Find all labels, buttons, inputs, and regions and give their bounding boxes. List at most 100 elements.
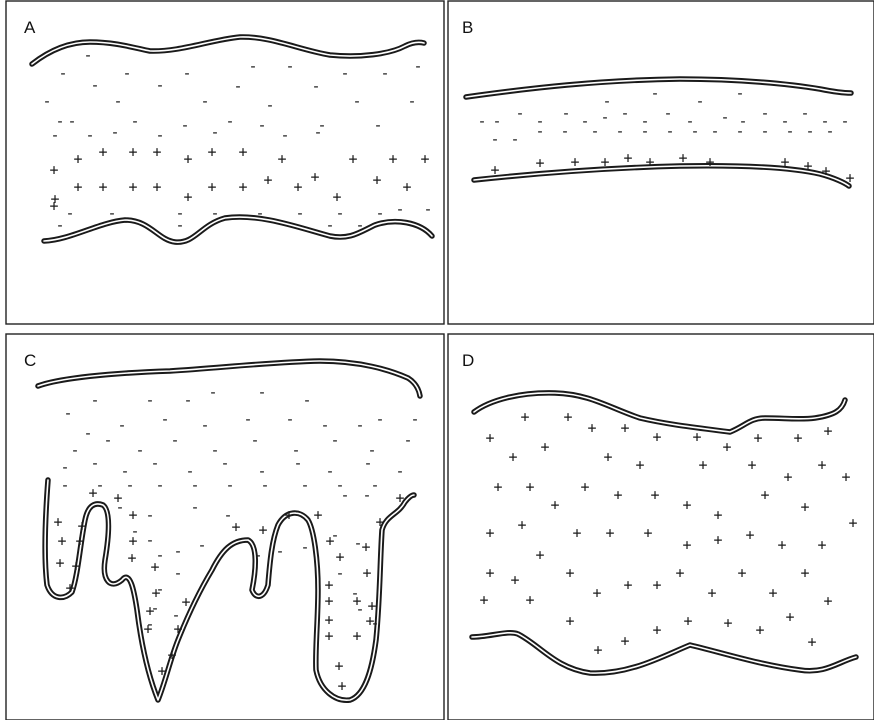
panel-a-negative-symbol: - xyxy=(352,92,361,110)
panel-a-positive-symbol: + xyxy=(263,171,272,189)
panel-a-negative-symbol: - xyxy=(90,76,99,94)
panel-c-negative-symbol: - xyxy=(275,542,284,560)
panel-b-negative-symbol: - xyxy=(490,130,499,148)
panel-b-negative-symbol: - xyxy=(650,84,659,102)
panel-b-negative-symbol: - xyxy=(665,122,674,140)
panel-a-positive-symbol: + xyxy=(50,190,59,208)
panel-b-positive-symbol: + xyxy=(678,149,687,167)
panel-d-positive-symbol: + xyxy=(723,614,732,632)
panel-c-positive-symbol: + xyxy=(375,513,384,531)
panel-c-positive-symbol: + xyxy=(324,627,333,645)
panel-a-negative-symbol: - xyxy=(335,204,344,222)
panel-b-negative-symbol: - xyxy=(515,104,524,122)
panel-d-positive-symbol: + xyxy=(783,468,792,486)
panel-c-positive-symbol: + xyxy=(258,521,267,539)
panel-c-positive-symbol: + xyxy=(88,484,97,502)
panel-d-positive-symbol: + xyxy=(768,584,777,602)
panel-c-positive-symbol: + xyxy=(334,657,343,675)
panel-c-negative-symbol: - xyxy=(160,410,169,428)
panel-b-negative-symbol: - xyxy=(800,104,809,122)
panel-a-positive-symbol: + xyxy=(402,178,411,196)
panel-a-positive-symbol: + xyxy=(238,178,247,196)
panel-a-negative-symbol: - xyxy=(311,77,320,95)
panel-d-positive-symbol: + xyxy=(479,591,488,609)
panel-c-negative-symbol: - xyxy=(355,416,364,434)
panel-a-positive-symbol: + xyxy=(420,150,429,168)
panel-c-positive-symbol: + xyxy=(150,558,159,576)
panel-a-positive-symbol: + xyxy=(332,188,341,206)
panel-b-positive-symbol: + xyxy=(645,153,654,171)
panel-d-positive-symbol: + xyxy=(565,612,574,630)
panel-a-positive-symbol: + xyxy=(128,143,137,161)
panel-d-positive-symbol: + xyxy=(592,584,601,602)
panel-d-positive-symbol: + xyxy=(580,478,589,496)
panel-c-positive-symbol: + xyxy=(324,592,333,610)
panel-c-positive-symbol: + xyxy=(167,646,176,664)
panel-c-negative-symbol: - xyxy=(335,564,344,582)
panel-a-negative-symbol: - xyxy=(175,216,184,234)
panel-c-negative-symbol: - xyxy=(300,538,309,556)
panel-b-negative-symbol: - xyxy=(760,122,769,140)
panel-b-negative-symbol: - xyxy=(805,122,814,140)
panel-a-negative-symbol: - xyxy=(65,204,74,222)
panel-c-positive-symbol: + xyxy=(53,513,62,531)
panel-c-negative-symbol: - xyxy=(253,546,262,564)
panel-c-negative-symbol: - xyxy=(135,441,144,459)
panel-a-positive-symbol: + xyxy=(152,143,161,161)
panel-c-positive-symbol: + xyxy=(173,620,182,638)
panel-c-positive-symbol: + xyxy=(65,579,74,597)
panel-b-negative-symbol: - xyxy=(720,108,729,126)
panel-a-negative-symbol: - xyxy=(83,46,92,64)
panel-a-positive-symbol: + xyxy=(183,188,192,206)
panel-d-positive-symbol: + xyxy=(682,496,691,514)
panel-a-negative-symbol: - xyxy=(122,64,131,82)
panel-c-positive-symbol: + xyxy=(113,489,122,507)
panel-a-positive-symbol: + xyxy=(372,171,381,189)
panel-d-positive-symbol: + xyxy=(493,478,502,496)
panel-b-negative-symbol: - xyxy=(590,122,599,140)
panel-c-negative-symbol: - xyxy=(70,441,79,459)
panel-d-positive-symbol: + xyxy=(540,438,549,456)
panel-c-negative-symbol: - xyxy=(103,431,112,449)
panel-a-positive-symbol: + xyxy=(348,150,357,168)
panel-a-negative-symbol: - xyxy=(107,204,116,222)
panel-d-positive-symbol: + xyxy=(565,564,574,582)
panel-d-positive-symbol: + xyxy=(713,506,722,524)
panel-b-positive-symbol: + xyxy=(623,149,632,167)
panel-c-negative-symbol: - xyxy=(340,486,349,504)
panel-c-negative-symbol: - xyxy=(302,391,311,409)
panel-c-negative-symbol: - xyxy=(173,542,182,560)
panel-c-positive-symbol: + xyxy=(128,506,137,524)
panel-a-positive-symbol: + xyxy=(207,178,216,196)
panel-b-negative-symbol: - xyxy=(735,122,744,140)
panel-c-negative-symbol: - xyxy=(145,531,154,549)
panel-c-positive-symbol: + xyxy=(143,620,152,638)
panel-c-positive-symbol: + xyxy=(335,548,344,566)
panel-d-positive-symbol: + xyxy=(525,591,534,609)
panel-b-positive-symbol: + xyxy=(570,153,579,171)
panel-d-positive-symbol: + xyxy=(623,576,632,594)
panel-a-negative-symbol: - xyxy=(58,64,67,82)
panel-a-positive-symbol: + xyxy=(183,150,192,168)
panel-d-positive-symbol: + xyxy=(817,456,826,474)
panel-d-positive-symbol: + xyxy=(707,584,716,602)
panel-c-negative-symbol: - xyxy=(260,476,269,494)
panel-b-negative-symbol: - xyxy=(760,104,769,122)
panel-c-negative-symbol: - xyxy=(410,410,419,428)
panel-a-negative-symbol: - xyxy=(285,57,294,75)
panel-c-negative-symbol: - xyxy=(293,502,302,520)
panel-b-negative-symbol: - xyxy=(840,112,849,130)
panel-d-positive-symbol: + xyxy=(550,496,559,514)
panel-b-negative-symbol: - xyxy=(561,104,570,122)
panel-a-negative-symbol: - xyxy=(295,204,304,222)
panel-d-positive-symbol: + xyxy=(675,564,684,582)
panel-d-positive-symbol: + xyxy=(485,429,494,447)
panel-c-negative-symbol: - xyxy=(220,454,229,472)
panel-d-positive-symbol: + xyxy=(698,456,707,474)
panel-a-negative-symbol: - xyxy=(257,116,266,134)
panel-a-negative-symbol: - xyxy=(225,112,234,130)
panel-b-negative-symbol: - xyxy=(620,104,629,122)
panel-d-positive-symbol: + xyxy=(605,524,614,542)
panel-b-negative-symbol: - xyxy=(695,92,704,110)
